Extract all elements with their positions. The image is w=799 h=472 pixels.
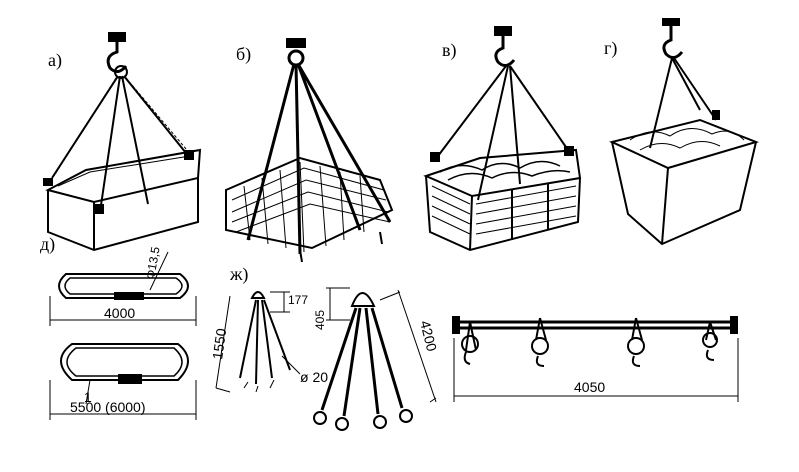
label-v: в)	[442, 40, 457, 61]
ring-height-small-label: 177	[288, 293, 308, 307]
crane-hook-icon	[106, 32, 128, 79]
crane-hook-icon	[494, 26, 516, 67]
figure-traverse: 4050	[452, 316, 739, 402]
figure-d-slings: д) Φ13,5 4000 1 5500 (6000)	[40, 234, 197, 420]
leg-length-label: 1550	[209, 327, 229, 360]
sling-four-leg-small: 1550 177 ø 20	[209, 291, 328, 393]
figure-g-tub: г)	[604, 18, 760, 246]
wire-diameter-label: ø 20	[300, 369, 328, 385]
long-length-label: 5500 (6000)	[70, 399, 146, 415]
lumber-stack	[225, 156, 394, 263]
sling-ropes	[246, 63, 392, 255]
sling-chains	[51, 75, 193, 213]
sling-chains	[649, 57, 717, 149]
figure-zh-multileg: ж) 1550 177 ø 20 405 4200	[209, 264, 440, 431]
tub	[609, 110, 760, 246]
ring-height-label: 405	[313, 310, 327, 330]
sling-four-leg-large: 405 4200	[313, 287, 440, 431]
figure-v-crate: в)	[423, 26, 582, 252]
traverse-length-label: 4050	[574, 379, 605, 395]
figure-a-flat-box: а)	[43, 32, 202, 252]
leg-length-long-label: 4200	[417, 319, 440, 353]
flat-box	[43, 148, 202, 252]
label-d: д)	[40, 234, 55, 255]
sling-long: 1 5500 (6000)	[49, 343, 197, 420]
sling-short: Φ13,5 4000	[49, 245, 197, 326]
crane-hook-icon	[662, 18, 684, 59]
crane-hook-icon	[286, 38, 306, 67]
short-length-label: 4000	[104, 305, 135, 321]
sling-mark-label: 1	[84, 389, 92, 405]
sling-chains	[437, 65, 569, 201]
crate	[423, 146, 582, 252]
figure-b-lumber: б)	[225, 38, 394, 263]
label-zh: ж)	[229, 264, 248, 285]
ring-diameter-label: Φ13,5	[143, 245, 163, 280]
label-a: а)	[48, 50, 62, 71]
label-b: б)	[236, 44, 251, 65]
label-g: г)	[604, 38, 617, 59]
